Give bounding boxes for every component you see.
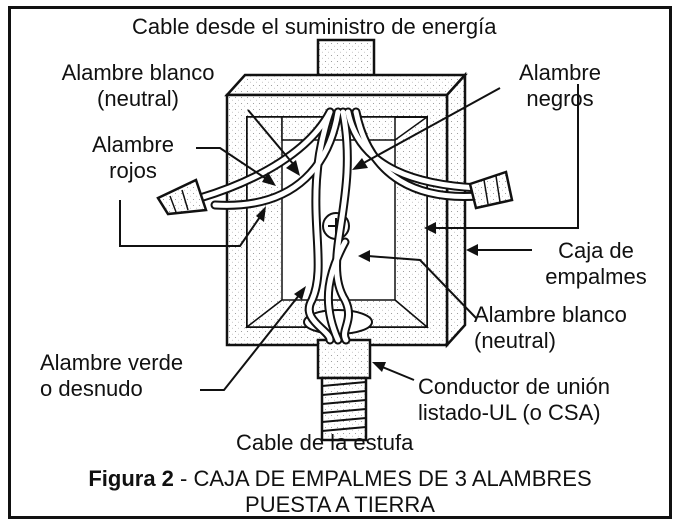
leader-lines bbox=[119, 84, 579, 391]
caption-figure-number: Figura 2 bbox=[88, 466, 174, 491]
label-range-cable: Cable de la estufa bbox=[236, 430, 414, 455]
figure-caption-line2: PUESTA A TIERRA bbox=[245, 492, 435, 517]
wire-nut-left bbox=[156, 178, 208, 216]
bottom-conduit bbox=[316, 338, 372, 442]
label-white-wire-bottom: Alambre blanco(neutral) bbox=[474, 302, 627, 353]
caption-title: - CAJA DE EMPALMES DE 3 ALAMBRES bbox=[173, 466, 592, 491]
figure-caption: Figura 2 - CAJA DE EMPALMES DE 3 ALAMBRE… bbox=[8, 466, 672, 492]
label-power-supply-cable: Cable desde el suministro de energía bbox=[132, 14, 497, 39]
wires bbox=[195, 107, 483, 345]
label-white-wire-top: Alambre blanco(neutral) bbox=[61, 60, 215, 111]
wire-nut-right bbox=[468, 170, 514, 210]
figure-frame bbox=[8, 6, 672, 519]
